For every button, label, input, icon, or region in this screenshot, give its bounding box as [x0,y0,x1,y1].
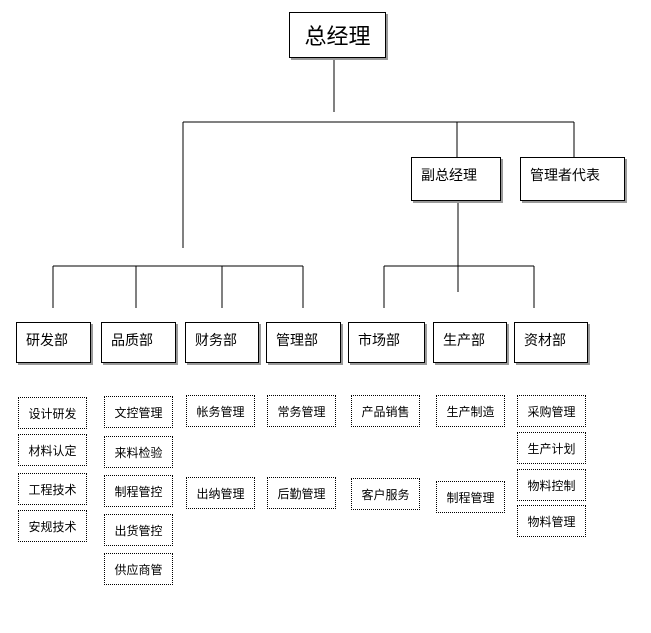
sub-item: 物料控制 [517,469,586,501]
dept-materials: 资材部 [514,322,588,363]
sub-item: 产品销售 [351,395,420,427]
sub-item: 采购管理 [517,395,586,427]
sub-item: 安规技术 [18,510,87,542]
sub-item: 出货管控 [104,514,173,546]
sub-item: 后勤管理 [267,477,336,509]
sub-item: 文控管理 [104,396,173,428]
sub-item: 生产计划 [517,432,586,464]
dept-quality: 品质部 [101,322,176,363]
dept-finance: 财务部 [185,322,259,363]
dept-marketing: 市场部 [348,322,425,363]
sub-item: 生产制造 [436,395,505,427]
sub-item: 客户服务 [351,478,420,510]
deputy-gm-box: 副总经理 [411,157,501,201]
ceo-box: 总经理 [289,12,386,58]
management-representative-box: 管理者代表 [520,157,625,201]
sub-item: 供应商管 [104,553,173,585]
sub-item: 常务管理 [267,395,336,427]
sub-item: 出纳管理 [186,477,255,509]
dept-admin: 管理部 [266,322,341,363]
sub-item: 物料管理 [517,505,586,537]
sub-item: 制程管理 [436,481,505,513]
sub-item: 帐务管理 [186,395,255,427]
sub-item: 来料检验 [104,436,173,468]
sub-item: 制程管控 [104,475,173,507]
sub-item: 材料认定 [18,434,87,466]
sub-item: 工程技术 [18,473,87,505]
dept-rd: 研发部 [16,322,91,363]
sub-item: 设计研发 [18,397,87,429]
dept-production: 生产部 [433,322,507,363]
